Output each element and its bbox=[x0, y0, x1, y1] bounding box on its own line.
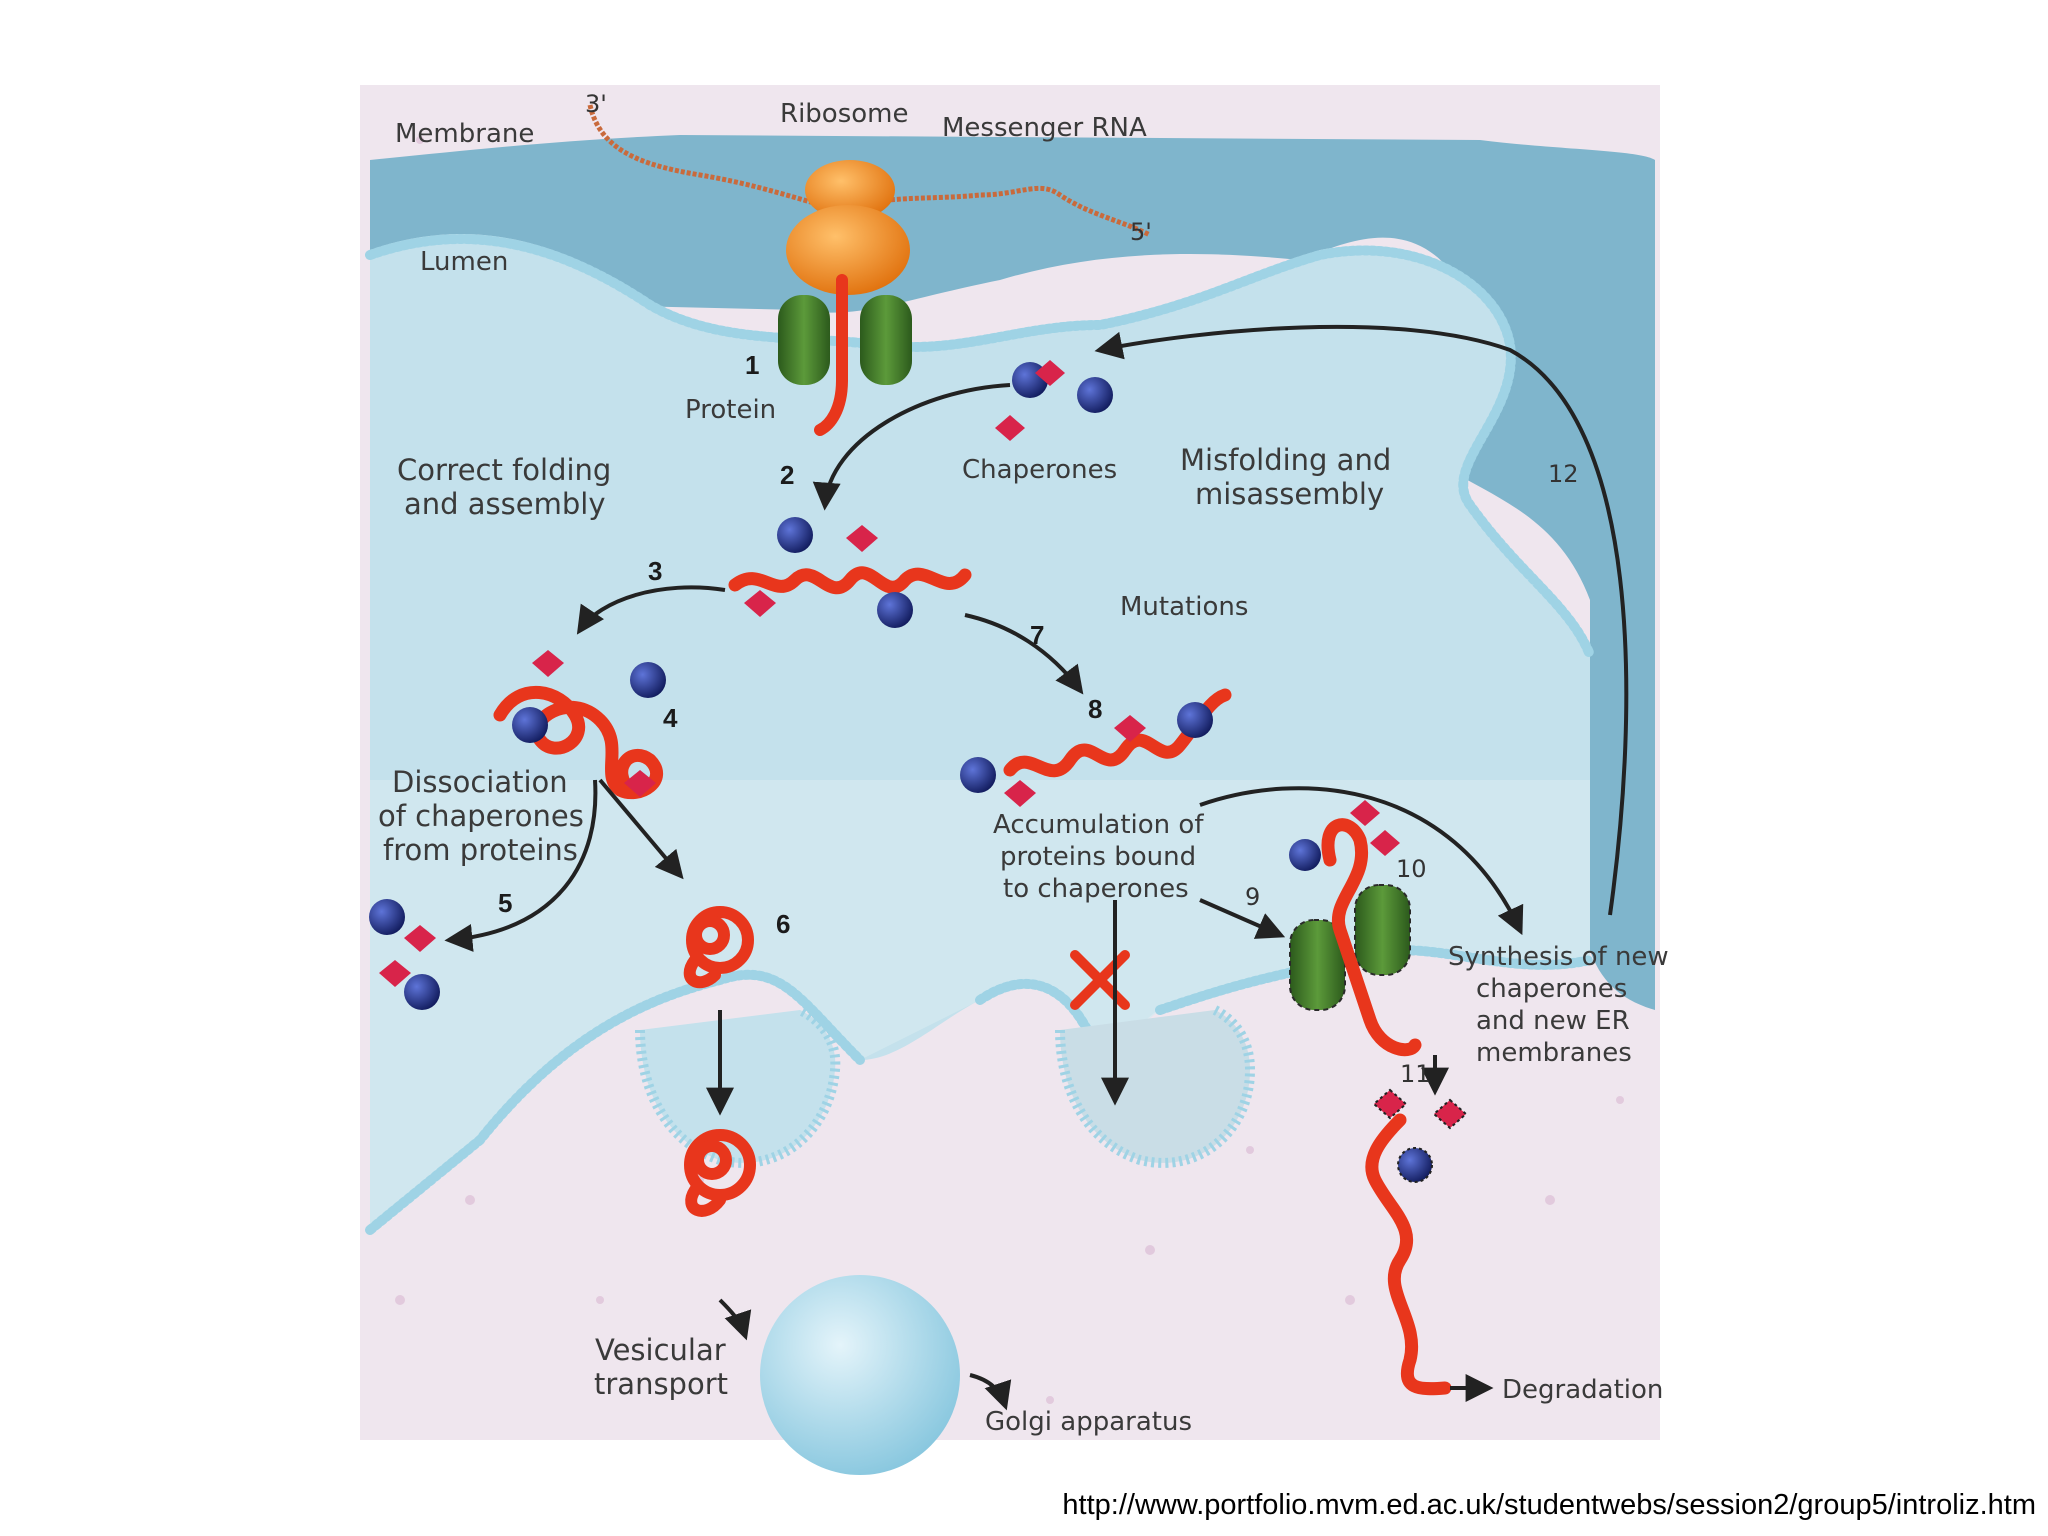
step-4: 4 bbox=[663, 703, 678, 733]
label-membrane: Membrane bbox=[395, 119, 534, 149]
arrow-step-6 bbox=[598, 778, 684, 880]
label-synthesis-2: chaperones bbox=[1476, 974, 1627, 1004]
label-messenger-rna: Messenger RNA bbox=[942, 113, 1147, 143]
label-mutations: Mutations bbox=[1120, 592, 1248, 622]
chaperones-cluster-top bbox=[995, 360, 1113, 441]
folded-protein bbox=[683, 906, 754, 989]
label-vesicular-1: Vesicular bbox=[595, 1333, 726, 1367]
step-8: 8 bbox=[1088, 694, 1102, 724]
step-6: 6 bbox=[776, 909, 790, 939]
degrading-protein bbox=[1365, 1113, 1452, 1396]
protein-with-chaperones bbox=[728, 517, 972, 628]
step-9: 9 bbox=[1245, 883, 1260, 911]
label-accumulation-1: Accumulation of bbox=[993, 810, 1204, 840]
label-synthesis-3: and new ER bbox=[1476, 1006, 1630, 1036]
label-ribosome: Ribosome bbox=[780, 99, 908, 129]
label-synthesis-4: membranes bbox=[1476, 1038, 1632, 1068]
chaperones-at-degradation bbox=[1372, 1088, 1468, 1183]
label-chaperones: Chaperones bbox=[962, 455, 1117, 485]
arrow-step-2 bbox=[812, 383, 1011, 511]
released-chaperones bbox=[369, 899, 440, 1010]
ribosome bbox=[786, 160, 910, 295]
vesicle-right bbox=[1055, 1005, 1256, 1168]
label-five-prime: 5' bbox=[1130, 218, 1152, 246]
label-dissociation-2: of chaperones bbox=[378, 799, 584, 833]
label-synthesis-1: Synthesis of new bbox=[1448, 942, 1669, 972]
arrow-step-9 bbox=[1199, 898, 1286, 939]
label-golgi: Golgi apparatus bbox=[985, 1407, 1192, 1437]
arrow-golgi-2 bbox=[969, 1373, 1012, 1411]
exported-protein bbox=[1321, 818, 1422, 1057]
label-misfolding-1: Misfolding and bbox=[1180, 443, 1391, 477]
label-dissociation-1: Dissociation bbox=[392, 765, 568, 799]
source-url: http://www.portfolio.mvm.ed.ac.uk/studen… bbox=[1062, 1489, 2036, 1521]
er-lumen-lower bbox=[370, 780, 1590, 1230]
label-accumulation-2: proteins bound bbox=[1000, 842, 1196, 872]
label-three-prime: 3' bbox=[585, 90, 607, 118]
step-11: 11 bbox=[1400, 1060, 1431, 1088]
arrow-step-12 bbox=[1094, 324, 1629, 916]
misfolded-protein bbox=[960, 688, 1232, 807]
step-3: 3 bbox=[648, 556, 662, 586]
chaperones-at-translocon bbox=[1289, 800, 1400, 871]
label-protein: Protein bbox=[685, 395, 776, 425]
arrow-step-5 bbox=[444, 779, 598, 952]
translocon-top bbox=[778, 295, 912, 385]
label-dissociation-3: from proteins bbox=[383, 833, 578, 867]
pathway-arrows bbox=[444, 324, 1629, 1411]
vesicle-left bbox=[635, 1005, 841, 1168]
folded-protein-in-vesicle bbox=[684, 1129, 756, 1217]
arrow-golgi-1 bbox=[718, 1298, 752, 1341]
arrow-step-7 bbox=[964, 613, 1084, 695]
golgi-sphere bbox=[760, 1275, 960, 1475]
arrow-synthesis bbox=[1199, 786, 1524, 936]
label-lumen: Lumen bbox=[420, 247, 508, 277]
label-correct-folding-2: and assembly bbox=[404, 487, 606, 521]
step-7: 7 bbox=[1030, 620, 1044, 650]
step-2: 2 bbox=[780, 460, 794, 490]
label-accumulation-3: to chaperones bbox=[1003, 874, 1189, 904]
step-10: 10 bbox=[1396, 855, 1427, 883]
label-degradation: Degradation bbox=[1502, 1375, 1663, 1405]
er-upper-fold bbox=[370, 135, 1655, 1010]
nascent-protein bbox=[814, 274, 848, 436]
arrow-step-3 bbox=[576, 585, 726, 635]
step-1: 1 bbox=[745, 350, 759, 380]
folding-intermediate bbox=[493, 650, 666, 800]
label-correct-folding-1: Correct folding bbox=[397, 453, 611, 487]
label-misfolding-2: misassembly bbox=[1195, 477, 1384, 511]
messenger-rna-strand bbox=[587, 104, 1152, 238]
step-12: 12 bbox=[1548, 460, 1579, 488]
step-5: 5 bbox=[498, 888, 512, 918]
labels: 3' Membrane Ribosome Messenger RNA 5' Lu… bbox=[378, 90, 1669, 1437]
label-vesicular-2: transport bbox=[594, 1367, 728, 1401]
